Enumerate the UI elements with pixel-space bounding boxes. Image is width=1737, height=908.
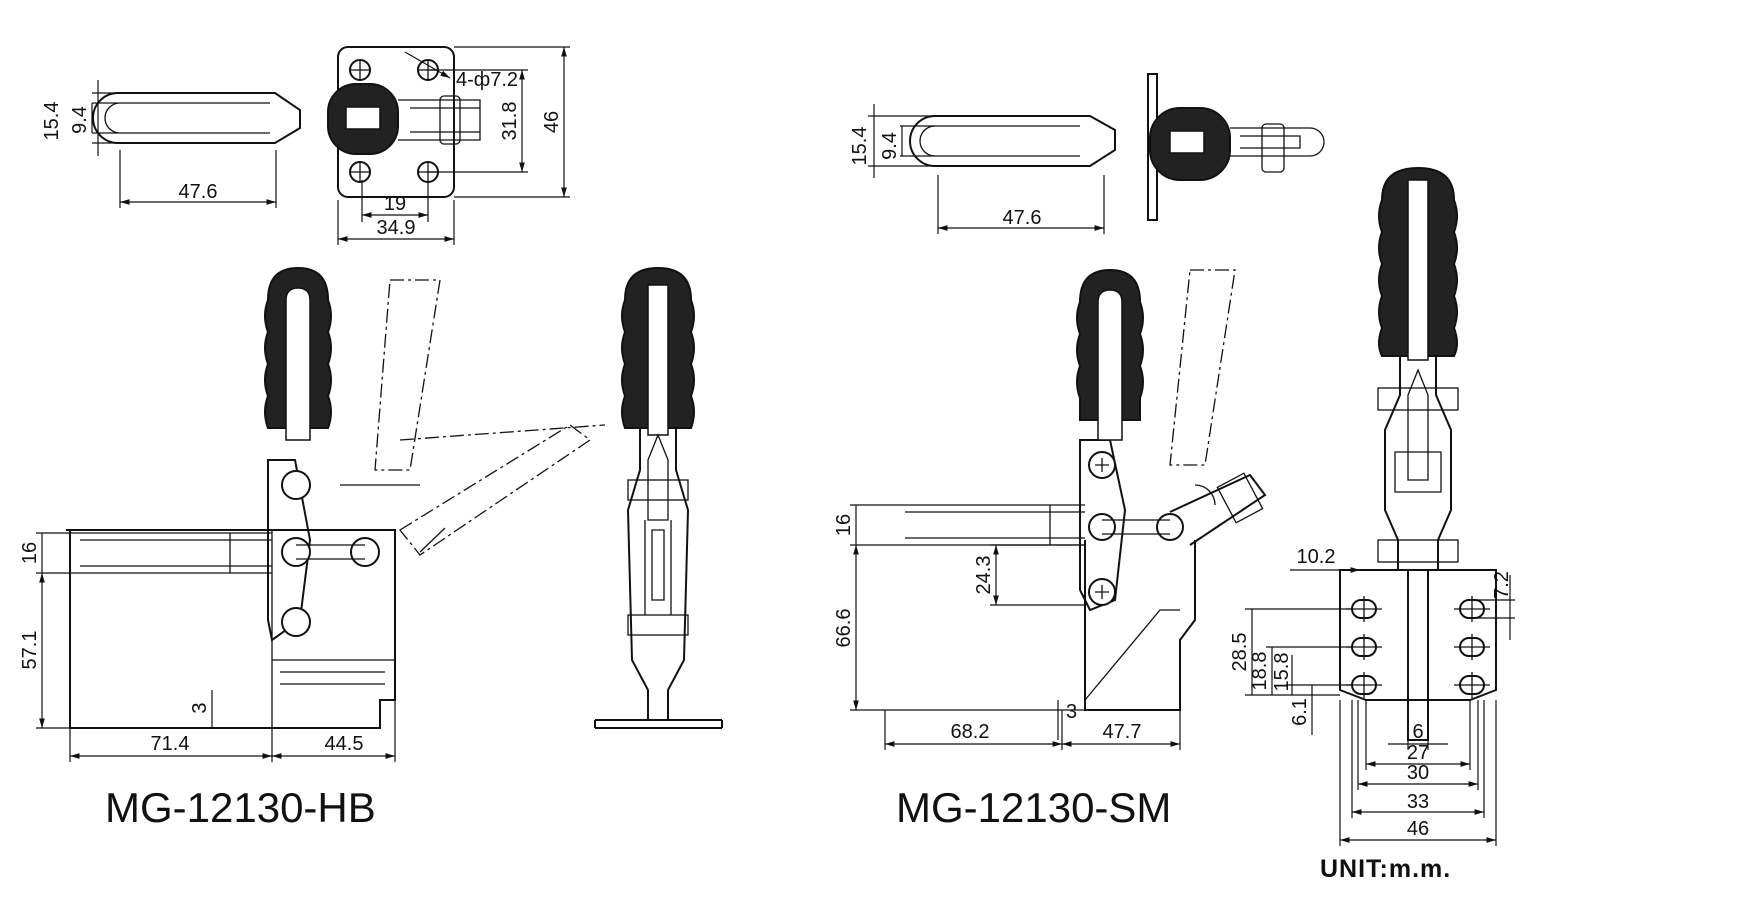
sm-top-view [909,73,1325,221]
dim-sm-68-2: 68.2 [951,721,990,743]
dim-sm-9-4: 9.4 [879,132,901,160]
hb-front-view [594,266,723,729]
dim-hb-16: 16 [19,542,41,564]
sm-side-dimensions: 16 24.3 66.6 3 68.2 47.7 [833,504,1181,750]
dim-sm-30: 30 [1407,762,1429,784]
dim-sm-47-6: 47.6 [1003,207,1042,229]
dim-sm-10-2: 10.2 [1297,546,1336,568]
hb-top-dimensions: 15.4 9.4 47.6 19 34.9 4-ф7.2 31.8 46 [41,46,570,245]
dim-hb-9-4: 9.4 [69,106,91,134]
dim-sm-27: 27 [1407,742,1429,764]
hb-top-view [92,46,481,198]
dim-hb-31-8: 31.8 [499,102,521,141]
dim-hb-19: 19 [384,193,406,215]
dim-hb-34-9: 34.9 [377,217,416,239]
hb-side-view [66,266,606,729]
dim-sm-46: 46 [1407,818,1429,840]
dim-sm-33: 33 [1407,791,1429,813]
dim-hb-47-6: 47.6 [179,181,218,203]
sm-top-dimensions: 15.4 9.4 47.6 [849,104,1105,234]
dim-sm-6: 6 [1412,721,1423,743]
model-label-hb: MG-12130-HB [105,784,376,831]
dim-sm-15-4: 15.4 [849,127,871,166]
dim-sm-15-8: 15.8 [1271,653,1293,692]
sm-front-view [1339,166,1497,741]
dim-sm-7-2: 7.2 [1491,571,1513,599]
dim-hb-15-4: 15.4 [41,102,63,141]
dim-sm-16: 16 [833,514,855,536]
sm-front-dimensions: 10.2 7.2 28.5 18.8 15.8 6.1 6 27 30 33 4… [1229,546,1515,846]
dim-sm-66-6: 66.6 [833,609,855,648]
model-label-sm: MG-12130-SM [896,784,1171,831]
dim-hb-44-5: 44.5 [325,733,364,755]
sm-side-view [890,268,1267,711]
dim-hb-46: 46 [541,111,563,133]
dim-sm-47-7: 47.7 [1103,721,1142,743]
dim-hb-57-1: 57.1 [19,631,41,670]
dim-sm-18-8: 18.8 [1249,652,1271,691]
dim-sm-24-3: 24.3 [973,556,995,595]
dim-hb-71-4: 71.4 [151,733,190,755]
dim-sm-6-1: 6.1 [1289,698,1311,726]
dim-sm-28-5: 28.5 [1229,633,1251,672]
hb-side-dimensions: 16 57.1 3 71.4 44.5 [19,532,396,762]
dim-hb-3: 3 [189,702,211,713]
dim-hb-hole: 4-ф7.2 [456,69,518,91]
dim-sm-3: 3 [1066,701,1077,723]
unit-label: UNIT:m.m. [1320,855,1451,883]
